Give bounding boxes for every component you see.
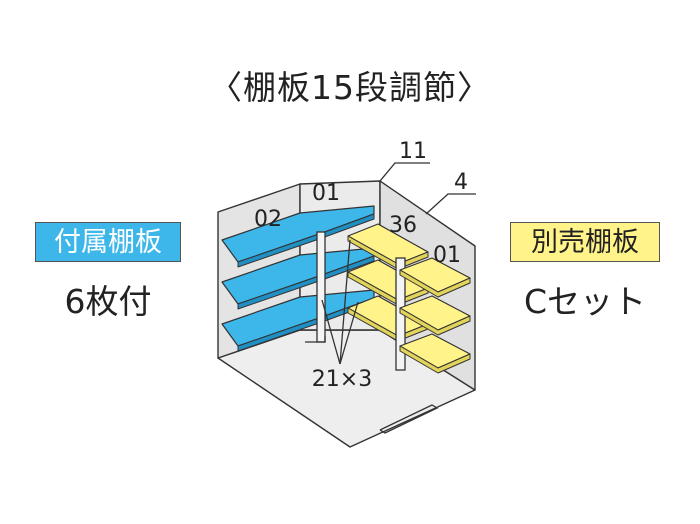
included-shelves-tag: 付属棚板 (35, 222, 181, 262)
post-foot (305, 336, 326, 343)
shelf-support-post (316, 231, 326, 343)
label-top-leader: 11 (399, 139, 427, 164)
leader-line-posts (321, 299, 341, 365)
optional-shelf-edge (399, 307, 471, 336)
label-back-upper: 01 (312, 181, 340, 206)
leader-line-top (379, 162, 430, 182)
label-right-front: 01 (433, 243, 461, 268)
optional-shelf (399, 295, 471, 336)
optional-shelves-tag: 別売棚板 (510, 222, 660, 262)
optional-shelf (399, 333, 471, 374)
optional-shelves-set: Cセット (523, 282, 647, 321)
leader-line-right (425, 193, 476, 215)
page-title: 〈棚板15段調節〉 (209, 68, 491, 107)
label-right-leader: 4 (454, 170, 468, 195)
label-left-upper: 02 (254, 207, 282, 232)
optional-shelf-edge (399, 269, 471, 298)
optional-shelf (399, 257, 471, 298)
leader-line-posts (339, 301, 359, 365)
included-shelf (221, 205, 375, 268)
optional-shelf-edge (399, 345, 471, 374)
leader-line-posts (339, 239, 351, 365)
door-sill (379, 404, 439, 434)
included-shelves-quantity: 6枚付 (64, 282, 152, 321)
label-right-back: 36 (389, 213, 417, 238)
label-posts: 21×3 (312, 367, 372, 392)
